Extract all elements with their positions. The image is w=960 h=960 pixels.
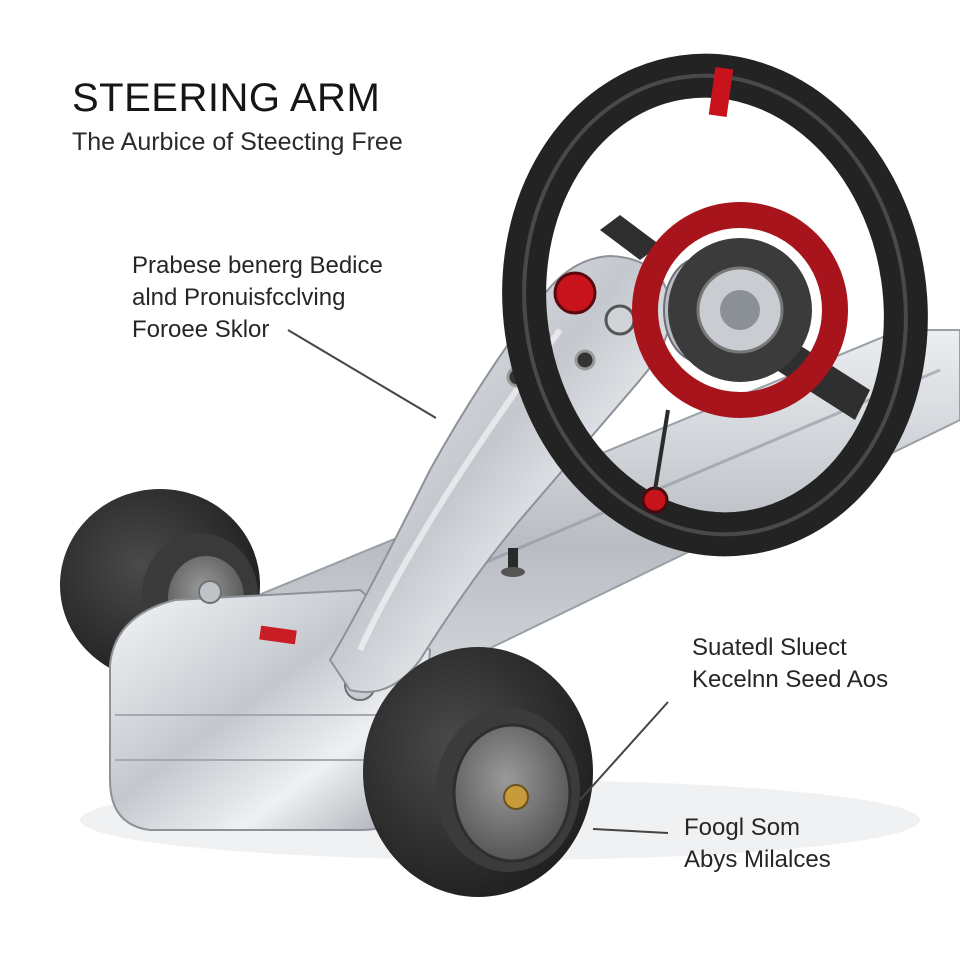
callout-line: Foogl Som xyxy=(684,814,801,841)
wheel-red-stripe xyxy=(708,66,734,118)
steering-wheel xyxy=(502,53,928,557)
wheel-hub-cap xyxy=(503,784,529,810)
callout-label: Foogl Som Abys Milalces xyxy=(684,812,831,876)
callout-line: Abys Milalces xyxy=(684,846,831,873)
callout-line: alnd Pronuisfcclving xyxy=(132,284,346,311)
page-subtitle: The Aurbice of Steecting Free xyxy=(72,128,403,156)
page-title: STEERING ARM xyxy=(72,76,381,120)
callout-leader-line xyxy=(287,329,437,419)
callout-line: Suatedl Sluect xyxy=(692,634,847,661)
wheel-hub-red xyxy=(632,202,848,418)
red-badge xyxy=(259,625,297,645)
housing-bolt xyxy=(198,580,222,604)
callout-label: Suatedl Sluect Kecelnn Seed Aos xyxy=(692,632,888,696)
callout-leader-line xyxy=(592,828,669,834)
front-right-wheel xyxy=(363,647,593,897)
rail-post xyxy=(501,548,525,577)
arm-bolt xyxy=(574,349,596,371)
arm-red-button xyxy=(553,271,597,315)
callout-label: Prabese benerg Bedice alnd Pronuisfcclvi… xyxy=(132,250,383,346)
callout-line: Prabese benerg Bedice xyxy=(132,252,383,279)
callout-line: Kecelnn Seed Aos xyxy=(692,666,889,693)
callout-leader-line xyxy=(579,701,669,801)
arm-bolt xyxy=(604,304,636,336)
callout-line: Foroee Sklor xyxy=(132,316,270,343)
